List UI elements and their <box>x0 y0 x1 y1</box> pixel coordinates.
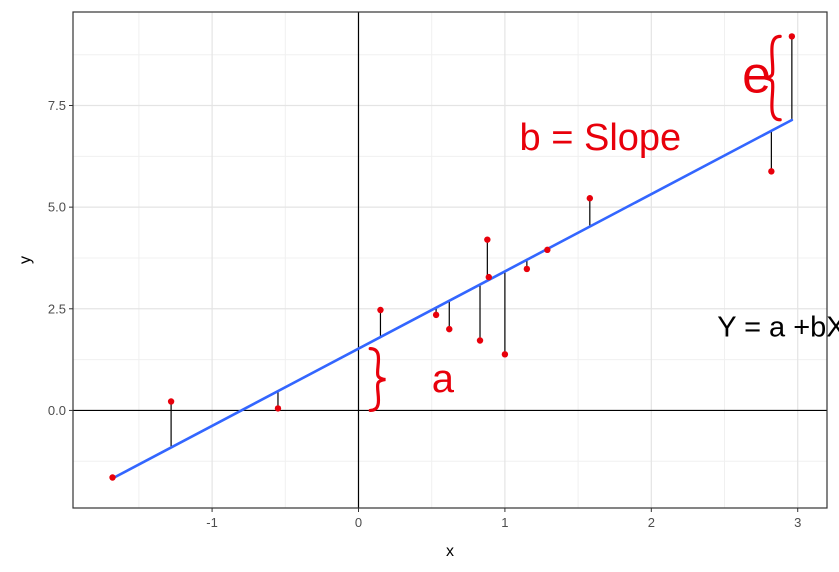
regression-line-group <box>111 118 794 480</box>
x-tick-label: 3 <box>794 515 801 530</box>
residual-segments <box>111 36 793 479</box>
data-point <box>484 236 491 243</box>
data-point <box>768 168 775 175</box>
error-brace <box>764 34 782 122</box>
y-tick-label: 2.5 <box>48 301 66 316</box>
panel-background <box>73 12 827 508</box>
y-axis-ticks: 0.0 2.5 5.0 7.5 <box>48 98 73 418</box>
grid-minor <box>73 12 827 508</box>
regression-line <box>111 118 794 480</box>
x-tick-label: 2 <box>648 515 655 530</box>
x-tick-label: 0 <box>355 515 362 530</box>
data-point <box>274 405 282 412</box>
x-tick-label: -1 <box>206 515 218 530</box>
annotation-intercept: a <box>432 357 455 401</box>
x-tick-label: 1 <box>501 515 508 530</box>
data-point <box>476 337 484 344</box>
x-axis-title: x <box>446 543 454 560</box>
data-point <box>501 351 509 358</box>
y-tick-label: 0.0 <box>48 403 66 418</box>
x-axis-ticks: -1 0 1 2 3 <box>206 508 801 530</box>
data-point <box>523 265 531 273</box>
data-points <box>109 33 796 481</box>
annotation-error: e <box>742 46 771 104</box>
data-point <box>586 195 594 202</box>
y-axis-title: y <box>17 256 34 264</box>
y-tick-label: 5.0 <box>48 200 66 215</box>
y-tick-label: 7.5 <box>48 98 66 113</box>
data-point <box>446 325 453 333</box>
annotation-equation: Y = a +bX + e <box>717 311 839 343</box>
annotations: Y = a +bX + e b = Slope a e <box>432 46 839 401</box>
data-point <box>544 246 551 254</box>
annotation-slope: b = Slope <box>520 117 682 159</box>
data-point <box>432 311 440 319</box>
data-point <box>377 306 384 314</box>
data-point <box>788 33 796 40</box>
panel-border <box>72 11 828 509</box>
data-point <box>485 273 492 281</box>
zero-axes <box>73 12 827 508</box>
data-point <box>167 398 175 405</box>
data-point <box>109 474 116 481</box>
